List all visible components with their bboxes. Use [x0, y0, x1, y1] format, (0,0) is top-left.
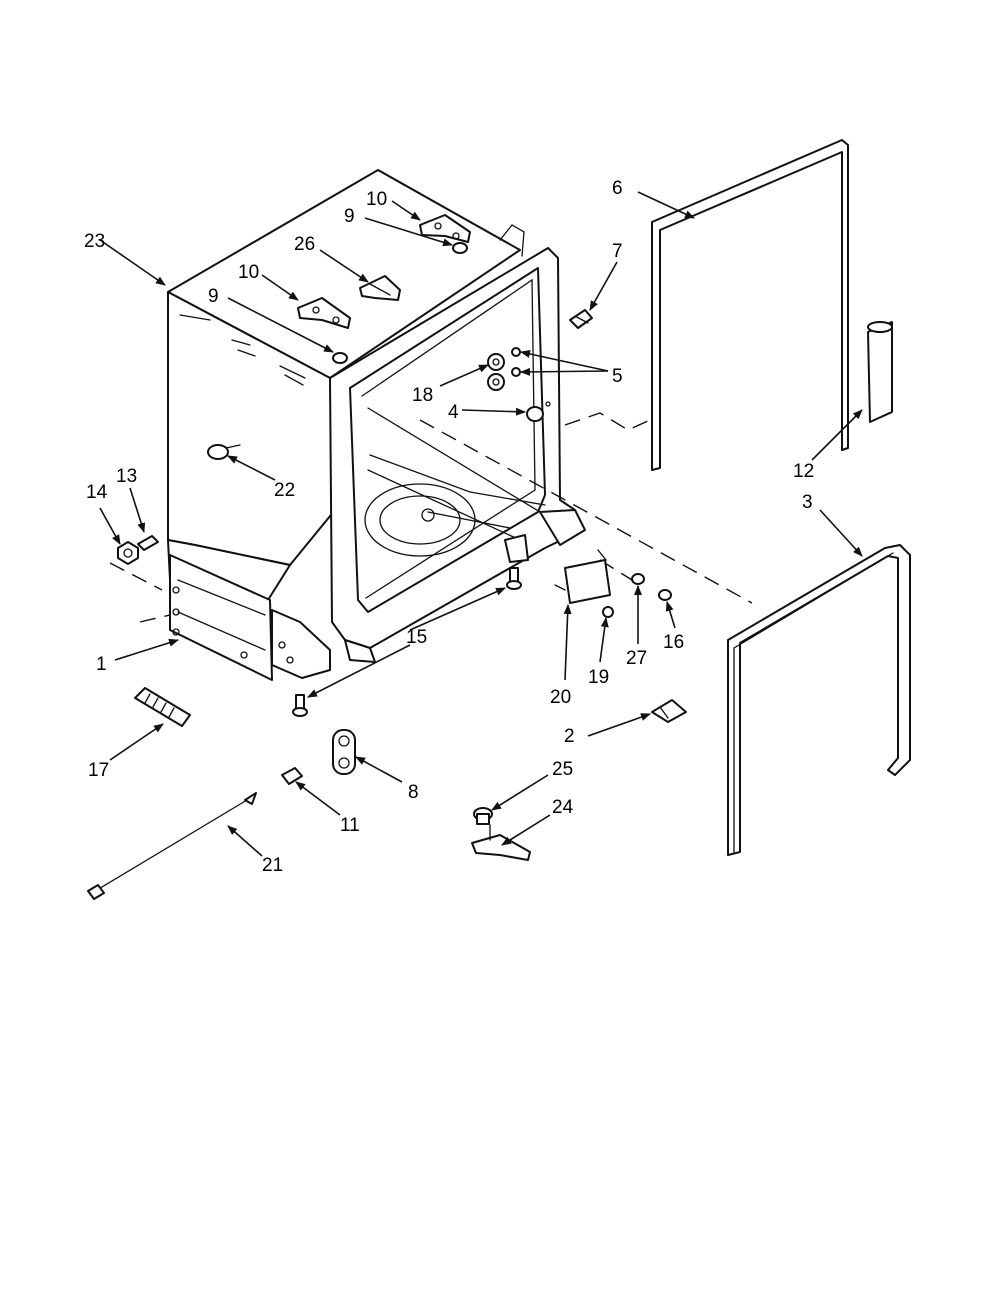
callout-2: 2	[564, 726, 575, 747]
leveling-leg-15-rear	[506, 567, 522, 590]
callout-11: 11	[340, 815, 360, 836]
tube-12	[867, 321, 893, 423]
callout-9-lower: 9	[208, 286, 219, 307]
callout-22: 22	[274, 480, 295, 501]
fitting-2	[651, 699, 687, 723]
callout-12: 12	[793, 461, 814, 482]
callout-9-upper: 9	[344, 206, 355, 227]
callout-8: 8	[408, 782, 419, 803]
bracket-20	[554, 549, 611, 604]
grommets-18	[487, 353, 505, 391]
callout-3: 3	[802, 492, 813, 513]
callout-23: 23	[84, 231, 105, 252]
clip-26	[359, 275, 401, 301]
nut-14	[117, 541, 139, 565]
callout-7: 7	[612, 241, 623, 262]
clamp-24	[471, 824, 531, 861]
screw-9-upper	[452, 242, 468, 254]
callout-5: 5	[612, 366, 623, 387]
washer-27	[631, 573, 645, 585]
rod-21	[87, 792, 257, 900]
hinge-bracket-10-lower	[297, 297, 351, 329]
screw-13	[137, 535, 159, 551]
screw-11	[281, 767, 303, 785]
grommet-pair-8	[332, 729, 356, 775]
callout-27: 27	[626, 648, 647, 669]
callout-labels: 23 10 9 26 10 9 6 7 5 18 4 22 12 3 14 13…	[84, 178, 814, 876]
callout-10-upper: 10	[366, 189, 387, 210]
callout-19: 19	[588, 667, 609, 688]
screw-9-lower	[332, 352, 348, 364]
callout-4: 4	[448, 402, 459, 423]
door-gasket-3	[727, 544, 911, 856]
bumper-4	[526, 401, 551, 422]
callout-26: 26	[294, 234, 315, 255]
screw-19	[602, 606, 614, 618]
leveling-leg-15-front	[292, 694, 308, 717]
side-gasket-6	[651, 139, 849, 471]
callout-13: 13	[116, 466, 137, 487]
screw-16	[658, 589, 672, 601]
screw-7	[569, 309, 593, 329]
callout-15: 15	[406, 627, 427, 648]
callout-24: 24	[552, 797, 574, 818]
callout-21: 21	[262, 855, 283, 876]
callout-25: 25	[552, 759, 573, 780]
washers-5	[511, 347, 521, 377]
leader-lines	[99, 191, 863, 857]
dishwasher-tub	[167, 169, 586, 681]
spring-17	[134, 687, 191, 727]
callout-17: 17	[88, 760, 109, 781]
callout-10-lower: 10	[238, 262, 259, 283]
callout-1: 1	[96, 654, 107, 675]
callout-6: 6	[612, 178, 623, 199]
alignment-lines	[109, 412, 753, 623]
callout-18: 18	[412, 385, 433, 406]
valve-25	[473, 807, 493, 825]
callout-16: 16	[663, 632, 684, 653]
screw-22	[207, 444, 241, 460]
callout-20: 20	[550, 687, 571, 708]
callout-14: 14	[86, 482, 108, 503]
